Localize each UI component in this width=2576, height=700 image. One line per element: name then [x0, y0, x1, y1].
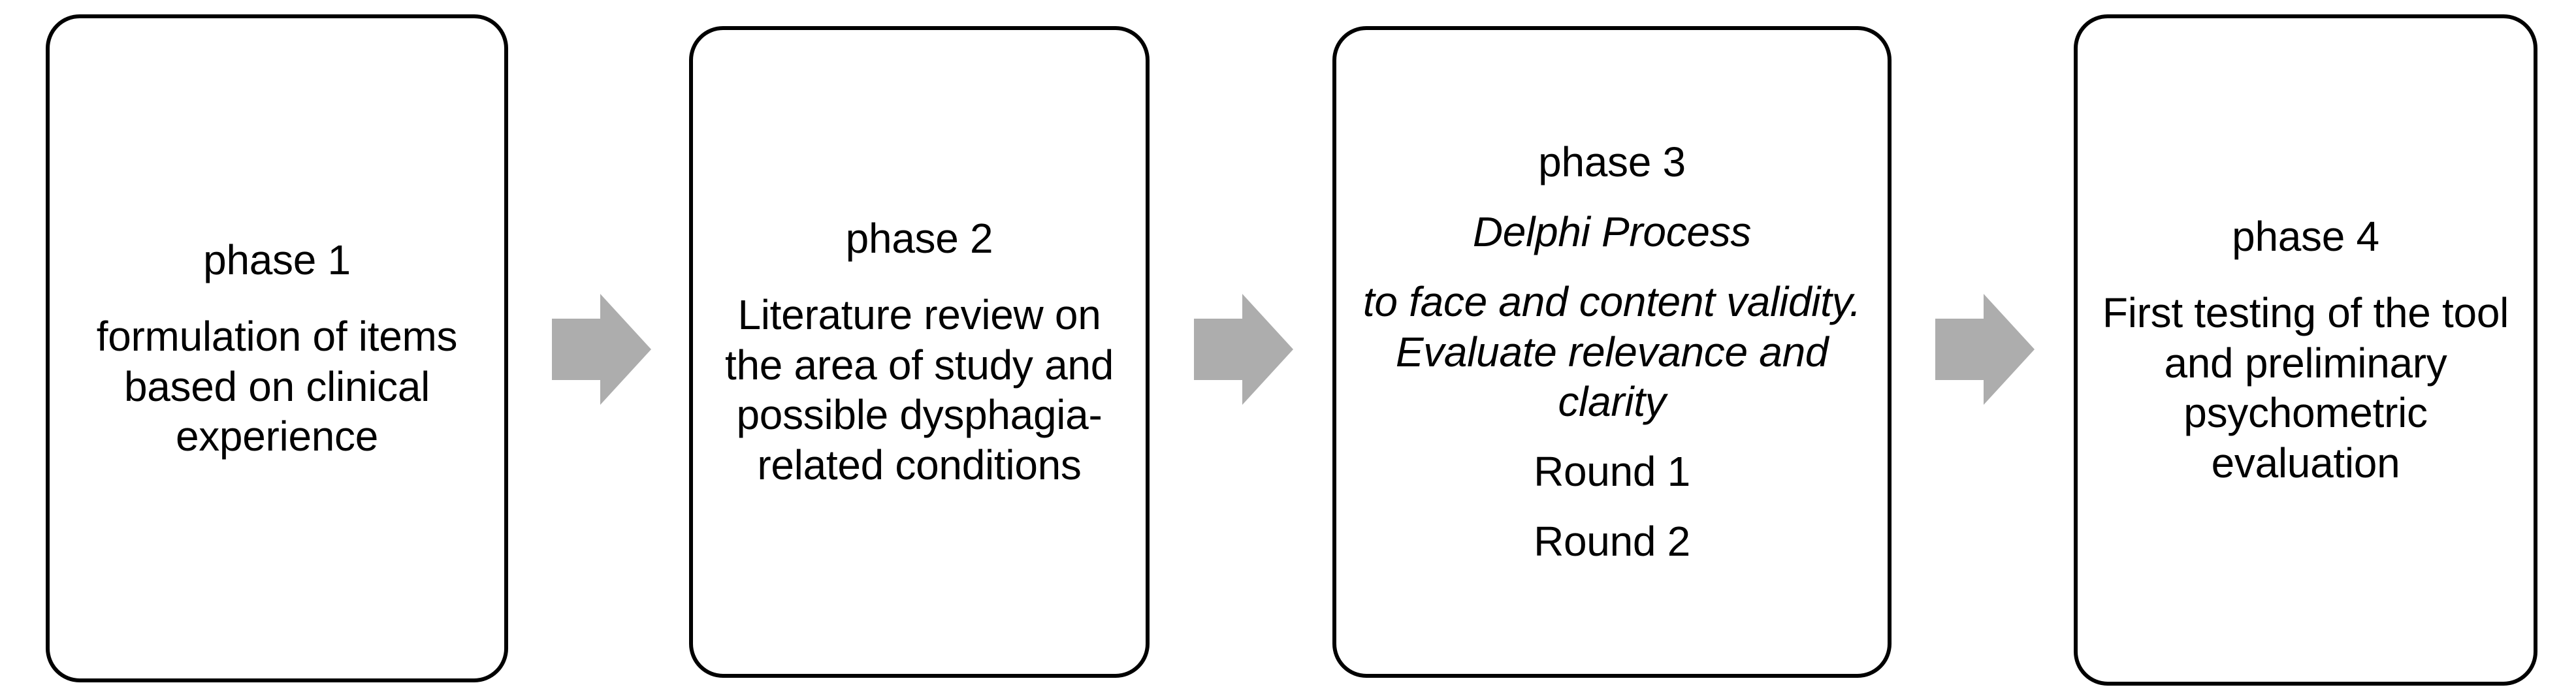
phase-1-description: formulation of items based on clinical e… — [96, 312, 458, 460]
phase-2-description: Literature review on the area of study a… — [724, 291, 1114, 489]
right-arrow-icon — [552, 294, 651, 405]
phase-3-round-2: Round 2 — [1534, 517, 1690, 565]
phase-box-2[interactable]: phase 2 Literature review on the area of… — [689, 26, 1150, 678]
phase-3-method-description: to face and content validity. Evaluate r… — [1362, 278, 1861, 426]
phase-3-round-1: Round 1 — [1534, 448, 1690, 496]
phase-4-heading: phase 4 — [2232, 213, 2379, 260]
phase-1-heading: phase 1 — [203, 236, 351, 283]
phase-box-3[interactable]: phase 3 Delphi Process to face and conte… — [1332, 26, 1892, 678]
right-arrow-icon — [1935, 294, 2035, 405]
right-arrow-icon — [1194, 294, 1293, 405]
phase-2-heading: phase 2 — [845, 215, 993, 262]
phase-3-method-label: Delphi Process — [1472, 208, 1752, 255]
phase-3-heading: phase 3 — [1538, 138, 1686, 186]
phase-box-4[interactable]: phase 4 First testing of the tool and pr… — [2074, 14, 2537, 686]
phase-4-description: First testing of the tool and preliminar… — [2102, 289, 2509, 487]
phase-box-1[interactable]: phase 1 formulation of items based on cl… — [46, 14, 508, 682]
